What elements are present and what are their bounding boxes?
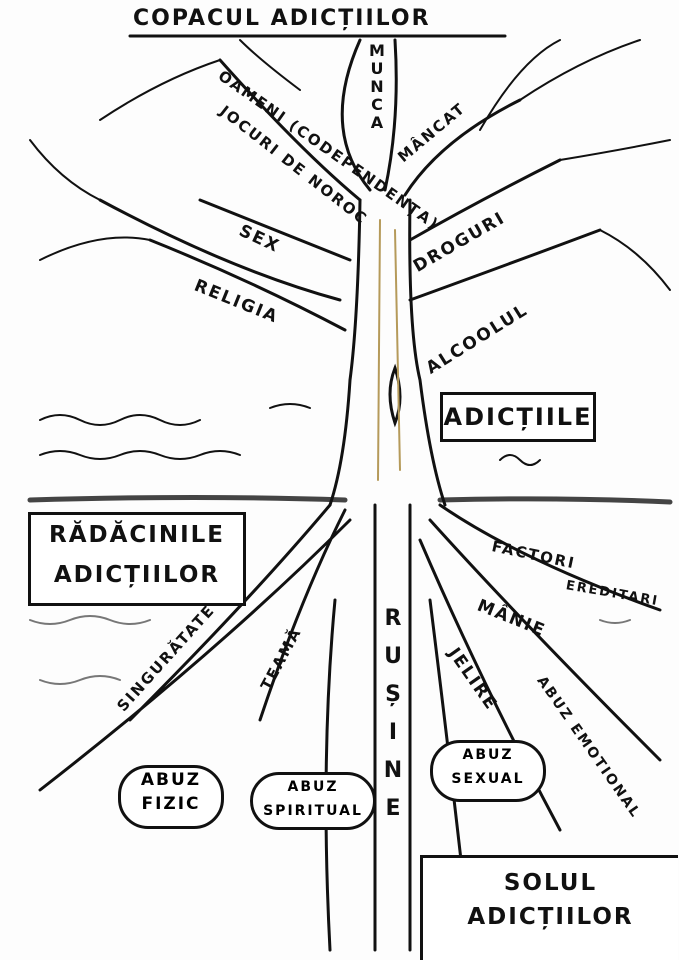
soil-box: SOLUL ADICȚIILOR (420, 855, 678, 960)
soil-box-line1: SOLUL (503, 870, 598, 896)
oval-abuz-spiritual-line2: SPIRITUAL (263, 803, 363, 819)
sky-lines (39, 403, 541, 466)
oval-abuz-spiritual: ABUZ SPIRITUAL (250, 772, 376, 830)
twigs (29, 39, 671, 291)
roots-box-line1: RĂDĂCINILE (48, 522, 225, 548)
ground-line (27, 495, 673, 505)
diagram-title: COPACUL ADICȚIILOR (133, 6, 431, 31)
branch-label-munca: MUNCA (369, 41, 385, 132)
oval-abuz-sexual-line1: ABUZ (462, 747, 514, 763)
roots-box: RĂDĂCINILE ADICȚIILOR (28, 512, 246, 606)
root-label-rusine: RUȘINE (383, 606, 403, 821)
oval-abuz-sexual-line2: SEXUAL (451, 771, 525, 787)
oval-abuz-fizic-line2: FIZIC (141, 794, 201, 814)
upper-branches (98, 38, 602, 332)
oval-abuz-fizic: ABUZ FIZIC (118, 765, 224, 829)
trunk (328, 198, 447, 507)
roots-box-line2: ADICȚIILOR (53, 562, 221, 588)
addictions-box-label: ADICȚIILE (443, 403, 593, 431)
addictions-box: ADICȚIILE (440, 392, 596, 442)
oval-abuz-fizic-line1: ABUZ (140, 770, 202, 790)
oval-abuz-sexual: ABUZ SEXUAL (430, 740, 546, 802)
trunk-highlight (377, 219, 401, 481)
soil-box-line2: ADICȚIILOR (467, 904, 634, 930)
roots (38, 503, 662, 952)
oval-abuz-spiritual-line1: ABUZ (287, 779, 339, 795)
